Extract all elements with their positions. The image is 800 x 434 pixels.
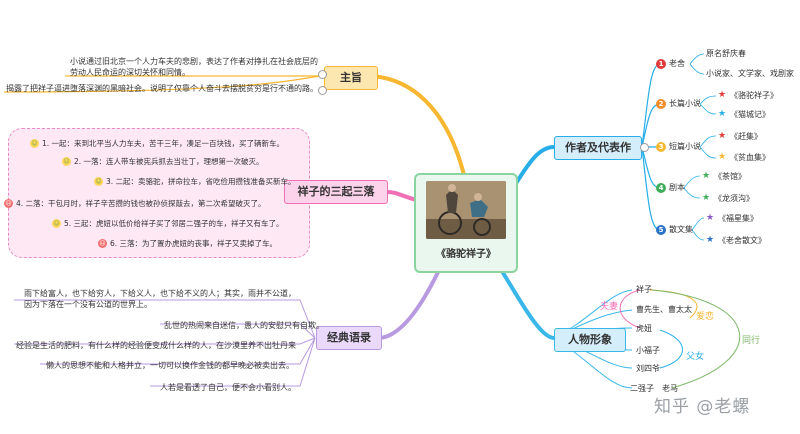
star-icon: ★ [702,193,711,203]
work-category: 长篇小说 [669,99,701,108]
rise-fall-item: 6. 三落：为了置办虎妞的丧事，祥子又卖掉了车。 [110,239,278,248]
work-title: 《赶集》 [730,132,762,141]
rise-fall-item: 3. 二起：卖骆驼，拼命拉车，省吃俭用攒钱准备买新车。 [106,177,296,186]
center-topic[interactable]: 《骆驼祥子》 [414,173,518,273]
number-4-icon: 4 [656,183,666,193]
work-title: 《猫城记》 [730,110,770,119]
relation-label-colleague: 同行 [742,336,761,346]
character-name: 老马 [662,384,678,393]
topic-author-works-label: 作者及代表作 [565,141,631,154]
relation-label-love: 爱恋 [696,312,715,322]
main-line-1: 小说通过旧北京一个人力车夫的悲剧，表达了作者对挣扎在社会底层的 [70,57,318,66]
topic-characters[interactable]: 人物形象 [554,328,626,352]
quote-line: 人若是看透了自己，便不会小看别人。 [160,383,296,392]
work-category: 剧本 [669,183,685,192]
sad-face-icon: ☹ [98,239,107,248]
quote-line: 经验是生活的肥料，有什么样的经验便变成什么样的人，在沙漠里养不出牡丹来 [16,341,296,350]
work-title: 《老舍散文》 [718,236,766,245]
collapse-knob[interactable] [640,143,649,152]
topic-quotes-label: 经典语录 [327,331,371,344]
center-title: 《骆驼祥子》 [436,249,496,260]
book-cover-illustration [426,181,506,239]
rise-fall-item: 5. 三起：虎妞以低价给祥子买了邻居二强子的车，祥子又有车了。 [64,219,284,228]
character-name: 祥子 [636,285,652,294]
topic-quotes[interactable]: 经典语录 [316,326,382,350]
watermark: 知乎 @老螺 [654,397,751,417]
star-icon: ★ [718,131,727,141]
author-info: 小说家、文学家、戏剧家 [706,69,794,78]
character-name: 曹先生、曹太太 [636,305,692,314]
star-icon: ★ [706,235,715,245]
rise-fall-item: 1. 一起：来到北平当人力车夫，苦干三年，凑足一百块钱，买了辆新车。 [42,139,285,148]
character-name: 小福子 [636,346,660,355]
character-name: 虎妞 [636,324,652,333]
rise-fall-item: 2. 一落：连人带车被宪兵抓去当壮丁，理想第一次破灭。 [74,157,264,166]
collapse-knob[interactable] [318,70,327,79]
star-icon: ★ [706,213,715,223]
work-category: 散文集 [669,225,693,234]
work-title: 《福星集》 [718,214,758,223]
star-icon: ★ [718,152,727,162]
topic-characters-label: 人物形象 [568,333,612,346]
star-icon: ★ [718,90,727,100]
work-title: 《骆驼祥子》 [730,91,778,100]
number-3-icon: 3 [656,142,666,152]
smile-face-icon: ☺ [30,139,39,148]
topic-rise-fall[interactable]: 祥子的三起三落 [284,180,388,204]
topic-main-idea[interactable]: 主旨 [324,66,378,90]
smile-face-icon: ☺ [94,177,103,186]
quote-line: 雨下给富人，也下给穷人，下给义人，也下给不义的人；其实，雨并不公道， [24,289,296,298]
quote-line: 因为下落在一个没有公道的世界上。 [24,300,152,309]
relation-label-father-daughter: 父女 [686,352,705,362]
main-line-3: 揭露了把祥子逼进堕落深渊的黑暗社会。说明了仅靠个人奋斗去摆脱贫穷是行不通的路。 [6,84,318,93]
work-title: 《贫血集》 [730,153,770,162]
star-icon: ★ [702,171,711,181]
work-title: 《茶馆》 [714,172,746,181]
smile-face-icon: ☺ [52,219,61,228]
star-icon: ★ [718,109,727,119]
neutral-face-icon: ☺ [62,157,71,166]
character-name: 二强子 [630,384,654,393]
rise-fall-item: 4. 二落：干包月时，祥子辛苦攒的钱也被孙侦探敲去，第二次希望破灭了。 [16,199,266,208]
main-line-2: 劳动人民命运的深切关怀和同情。 [70,68,190,77]
author-info: 原名舒庆春 [706,49,746,58]
number-5-icon: 5 [656,225,666,235]
quote-line: 乱世的热闹来自迷信，愚人的安慰只有自欺。 [164,321,324,330]
number-1-icon: 1 [656,59,666,69]
author-name: 老舍 [669,59,685,68]
topic-main-idea-label: 主旨 [340,71,362,84]
quote-line: 懒人的思想不能和人格并立，一切可以换作金钱的都早晚必被卖出去。 [46,361,294,370]
collapse-knob[interactable] [318,86,327,95]
sad-face-icon: ☹ [4,199,13,208]
relation-label-spouse: 夫妻 [600,302,619,312]
topic-author-works[interactable]: 作者及代表作 [554,136,642,160]
work-category: 短篇小说 [669,142,701,151]
character-name: 刘四爷 [636,364,660,373]
topic-rise-fall-label: 祥子的三起三落 [297,185,375,198]
number-2-icon: 2 [656,99,666,109]
work-title: 《龙须沟》 [714,194,754,203]
